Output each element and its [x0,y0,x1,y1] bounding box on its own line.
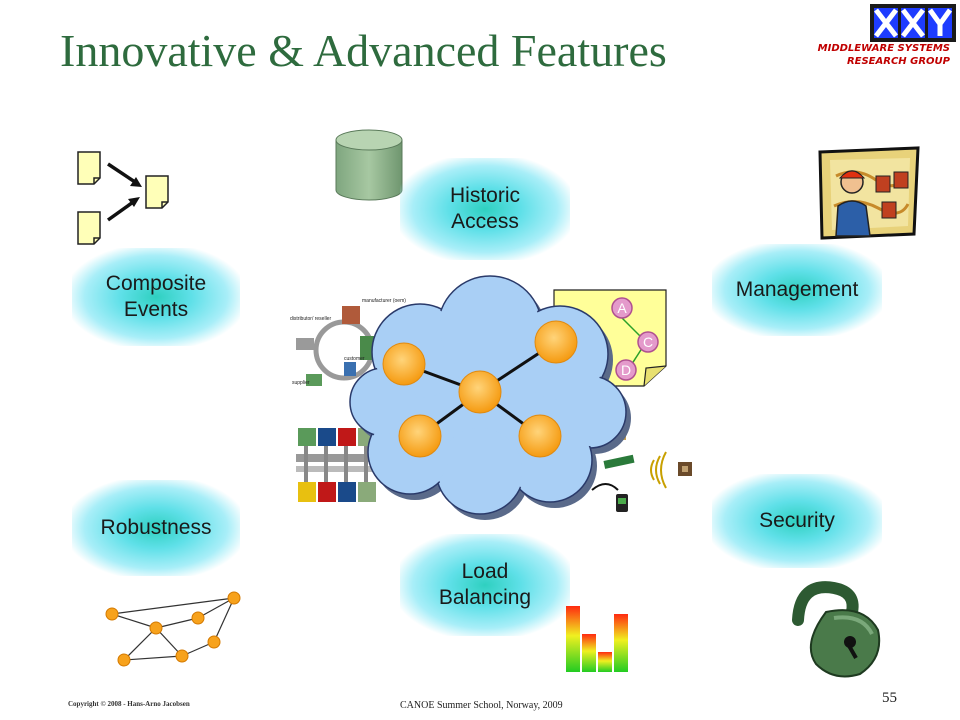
composite-line-2: Events [123,298,189,321]
historic-line-1: Historic [449,184,520,207]
bin-array-icon [296,428,382,502]
security-label: Security [759,509,835,532]
label-manufacturer: manufacturer (oem) [362,298,406,304]
logo-text: MIDDLEWARE SYSTEMS RESEARCH GROUP [818,42,950,68]
management-label: Management [735,278,859,301]
feature-management: Management [712,244,882,336]
feature-robustness: Robustness [72,480,240,576]
label-supplier: supplier [292,380,310,386]
feature-load-balancing: Load Balancing [400,534,570,636]
load-line-2: Balancing [438,586,532,609]
node-a-label: A [617,300,627,316]
msrg-logo-icon [870,4,956,42]
database-icon [335,129,403,201]
robustness-label: Robustness [100,516,212,539]
historic-line-2: Access [451,210,519,233]
broker-network-cloud [349,275,631,520]
load-bars-icon [566,606,628,672]
footer-copyright: Copyright © 2008 - Hans-Arno Jacobsen [68,700,190,708]
composite-line-1: Composite [105,272,207,295]
documents-icon [77,151,169,245]
logo-line-1: MIDDLEWARE SYSTEMS [817,43,950,54]
slide-title: Innovative & Advanced Features [60,25,667,76]
feature-composite-events: Composite Events [72,248,240,346]
load-line-1: Load [461,560,509,583]
management-map-icon [818,146,920,240]
feature-historic-access: Historic Access [400,158,570,260]
robustness-graph-icon [105,591,241,667]
padlock-icon [792,581,881,678]
node-d-label: D [621,362,631,378]
label-distributor: distributor/ reseller [290,316,331,322]
page-number: 55 [882,690,897,706]
label-customer: customer [344,356,365,362]
footer-event: CANOE Summer School, Norway, 2009 [400,700,563,711]
node-c-label: C [643,334,653,350]
feature-security: Security [712,474,882,568]
logo-line-2: RESEARCH GROUP [846,56,950,67]
